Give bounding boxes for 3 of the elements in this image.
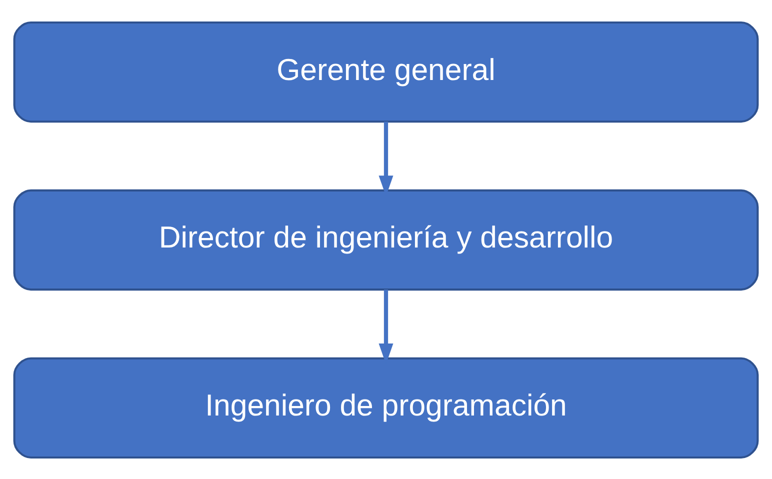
node-box: Ingeniero de programación	[13, 356, 759, 458]
node-box: Director de ingeniería y desarrollo	[13, 188, 759, 290]
node-box: Gerente general	[13, 20, 759, 122]
